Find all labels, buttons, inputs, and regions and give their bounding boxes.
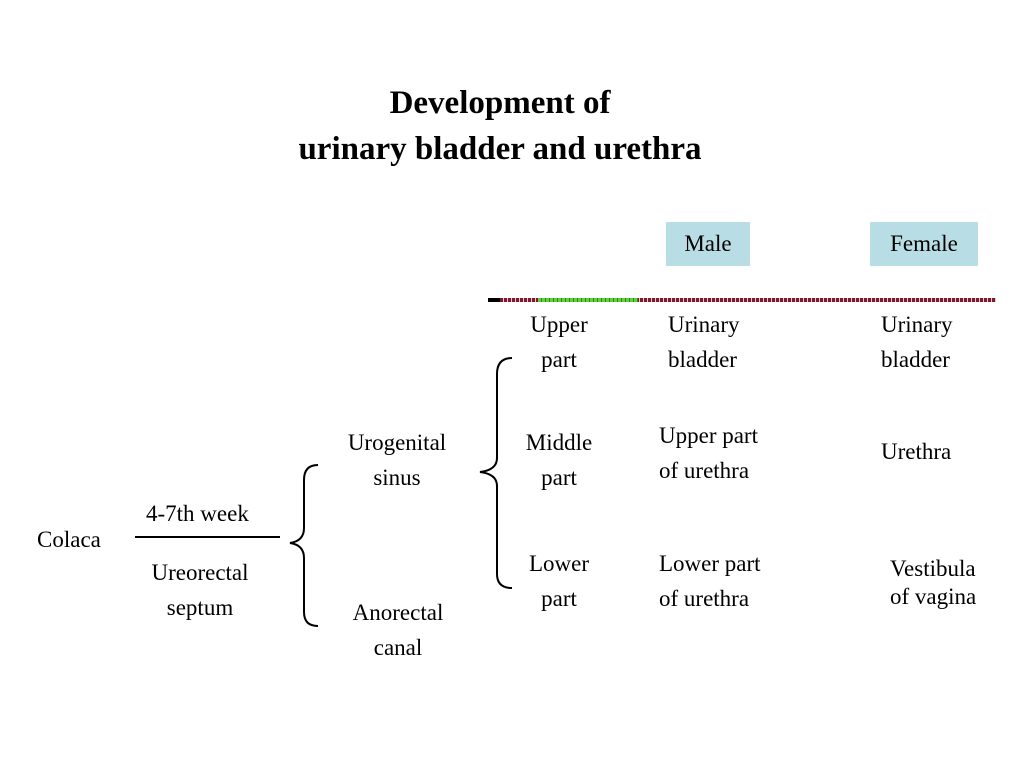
female-lower-line-1: Vestibula (890, 556, 976, 581)
middle-part-label: Middle part (512, 425, 606, 495)
female-middle-derivative: Urethra (881, 434, 951, 469)
lower-part-line-1: Lower (528, 551, 590, 576)
anorectal-line-1: Anorectal (352, 600, 444, 625)
middle-part-line-1: Middle (525, 430, 593, 455)
male-header: Male (666, 222, 750, 266)
week-label: 4-7th week (146, 501, 249, 526)
male-upper-derivative: Urinary bladder (668, 307, 740, 377)
male-middle-line-1: Upper part (659, 423, 758, 448)
urogenital-line-1: Urogenital (347, 430, 447, 455)
male-upper-line-1: Urinary (668, 312, 740, 337)
upper-part-line-1: Upper (530, 312, 588, 337)
title-line-2: urinary bladder and urethra (298, 131, 702, 167)
female-upper-line-2: bladder (881, 347, 950, 372)
female-lower-line-2: of vagina (890, 584, 977, 609)
male-lower-line-1: Lower part (659, 551, 761, 576)
ureorectal-septum-label: Ureorectal septum (138, 555, 262, 625)
female-middle-line-1: Urethra (881, 439, 952, 464)
left-brace (289, 464, 319, 627)
male-middle-derivative: Upper part of urethra (659, 418, 758, 488)
middle-part-line-2: part (541, 465, 577, 490)
ureorectal-line-2: septum (166, 595, 234, 620)
female-header: Female (870, 222, 978, 266)
header-rule-start-mark (488, 298, 500, 302)
urogenital-sinus-label: Urogenital sinus (334, 425, 460, 495)
ureorectal-line-1: Ureorectal (151, 560, 249, 585)
colaca-label: Colaca (37, 527, 101, 552)
male-upper-line-2: bladder (668, 347, 737, 372)
header-rule-accent (538, 298, 638, 302)
female-upper-derivative: Urinary bladder (881, 307, 953, 377)
urogenital-line-2: sinus (373, 465, 421, 490)
male-lower-line-2: of urethra (659, 586, 750, 611)
male-header-label: Male (684, 231, 732, 256)
anorectal-canal-label: Anorectal canal (340, 595, 456, 665)
male-lower-derivative: Lower part of urethra (659, 546, 761, 616)
lower-part-line-2: part (541, 586, 577, 611)
title-line-1: Development of (389, 85, 611, 121)
anorectal-line-2: canal (373, 635, 423, 660)
upper-part-line-2: part (541, 347, 577, 372)
upper-part-label: Upper part (515, 307, 603, 377)
female-header-label: Female (890, 231, 958, 256)
right-brace (479, 357, 513, 589)
female-upper-line-1: Urinary (881, 312, 953, 337)
header-rule (488, 298, 996, 302)
lower-part-label: Lower part (515, 546, 603, 616)
page-title: Development of urinary bladder and ureth… (0, 80, 1000, 172)
male-middle-line-2: of urethra (659, 458, 750, 483)
female-lower-derivative: Vestibula of vagina (890, 555, 976, 611)
